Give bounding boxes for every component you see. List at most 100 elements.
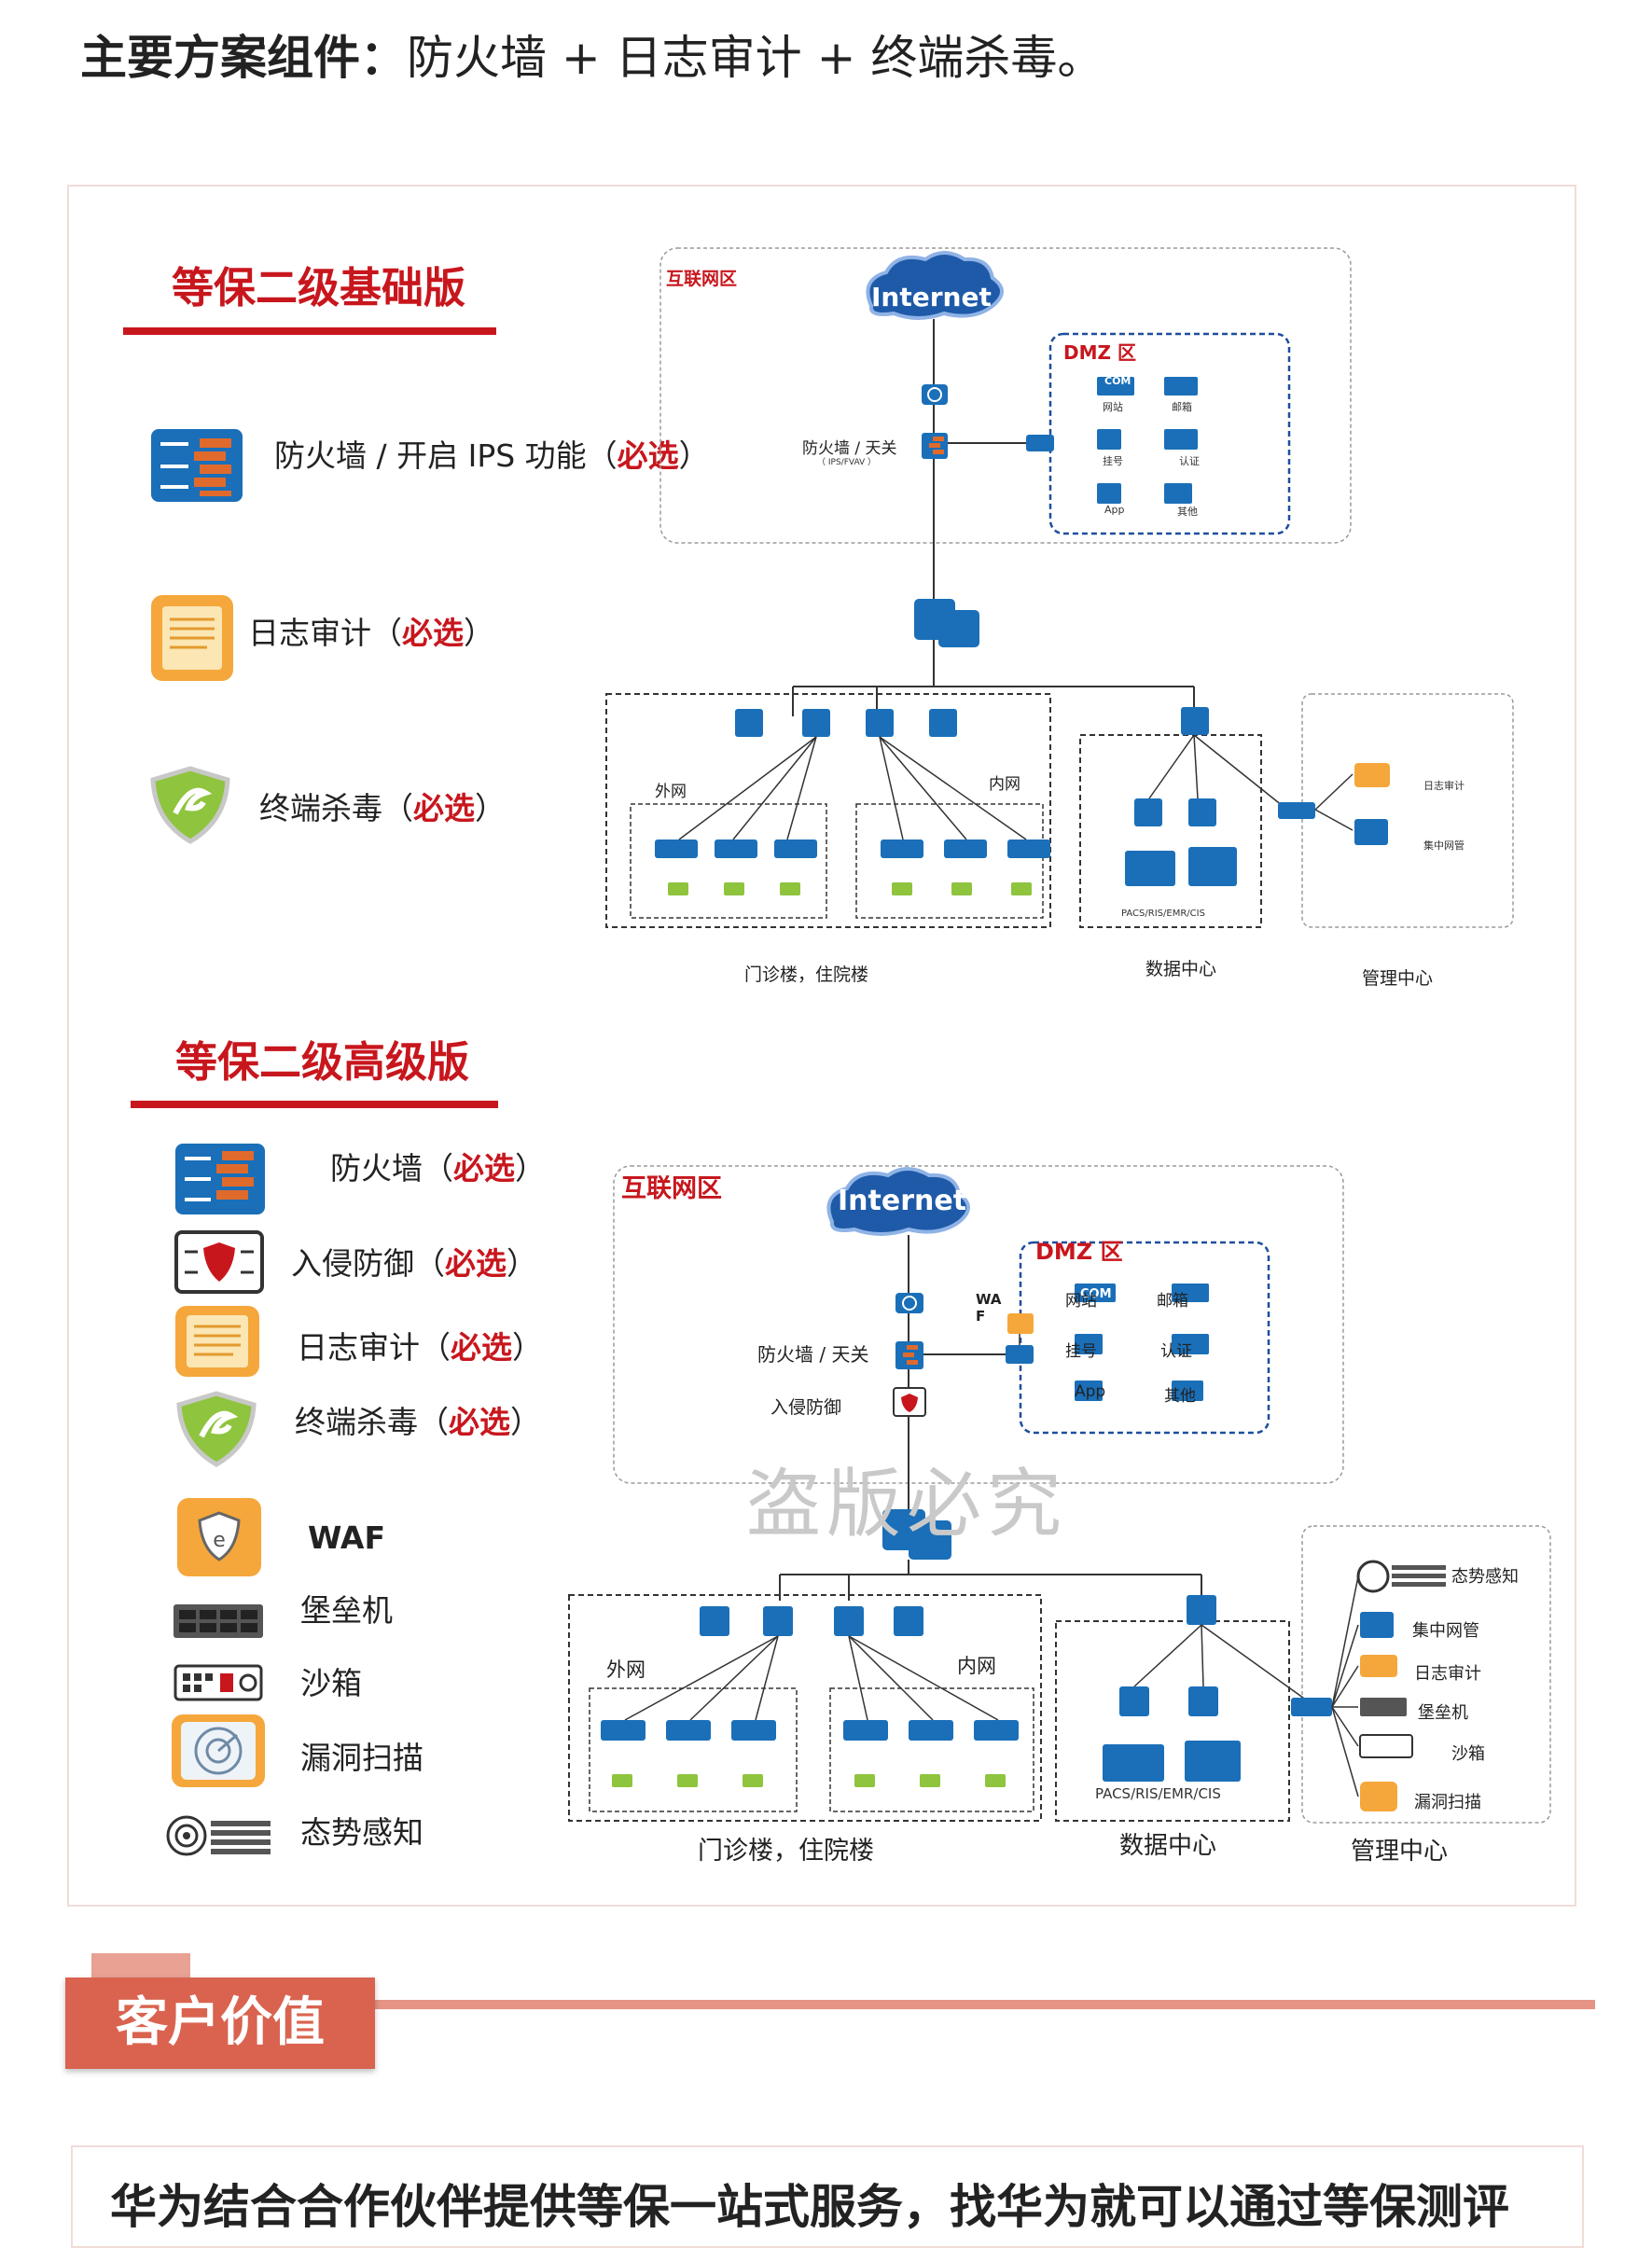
- basic-internet-cloud: [866, 251, 1004, 320]
- basic-fw-label: 防火墙 / 天关: [802, 439, 897, 458]
- adv-component-log-audit: 日志审计（必选）: [297, 1329, 543, 1366]
- log-audit-icon: [151, 595, 233, 681]
- basic-component-log-audit: 日志审计（必选）: [248, 615, 494, 651]
- adv-building-zone: [568, 1594, 1042, 1822]
- basic-dmz-label: DMZ 区: [1063, 341, 1136, 364]
- advanced-topology-diagram: [568, 1165, 1551, 1824]
- adv-dmz-item-2: 挂号: [1065, 1342, 1097, 1361]
- adv-internet-label: Internet: [838, 1185, 967, 1217]
- basic-core-switch-b: [938, 610, 979, 647]
- adv-log-audit-icon: [175, 1306, 259, 1377]
- adv-internet-cloud: [826, 1167, 970, 1236]
- basic-dmz-item-3: 认证: [1179, 455, 1200, 467]
- antivirus-shield-icon: [150, 766, 230, 844]
- adv-mgmt-item-4: 沙箱: [1451, 1744, 1485, 1764]
- adv-dmz-switch: [1006, 1345, 1034, 1364]
- adv-component-antivirus: 终端杀毒（必选）: [295, 1404, 541, 1440]
- solution-panel: [67, 185, 1576, 1907]
- basic-bottom-label-2: 管理中心: [1362, 968, 1434, 989]
- adv-server-label: PACS/RIS/EMR/CIS: [1095, 1785, 1221, 1802]
- basic-datacenter-zone: [1079, 734, 1262, 928]
- adv-firewall-icon: [175, 1144, 265, 1214]
- situation-awareness-icon: [166, 1815, 271, 1856]
- basic-bottom-label-0: 门诊楼，住院楼: [744, 964, 869, 985]
- adv-router: [895, 1293, 923, 1313]
- vuln-scan-icon: [172, 1714, 265, 1787]
- adv-dmz-item-0: 网站: [1065, 1292, 1097, 1311]
- customer-value-tab-accent: [91, 1953, 190, 1979]
- adv-dmz-zone: [1019, 1241, 1270, 1435]
- adv-bottom-label-1: 数据中心: [1119, 1832, 1217, 1860]
- advanced-edition-title: 等保二级高级版: [175, 1037, 470, 1087]
- bastion-host-icon: [174, 1604, 263, 1638]
- customer-value-title: 客户价值: [65, 1977, 375, 2069]
- sandbox-icon: [174, 1664, 263, 1701]
- adv-dmz-label: DMZ 区: [1035, 1239, 1123, 1265]
- basic-bottom-label-1: 数据中心: [1145, 959, 1217, 979]
- basic-internet-label: Internet: [871, 282, 992, 312]
- adv-waf-node: [1007, 1313, 1034, 1334]
- basic-inner-net-label: 内网: [989, 775, 1020, 794]
- adv-component-firewall: 防火墙（必选）: [330, 1150, 546, 1186]
- svg-text:e: e: [213, 1529, 226, 1552]
- basic-dmz-item-1: 邮箱: [1172, 401, 1192, 413]
- basic-outer-net-label: 外网: [655, 783, 687, 801]
- adv-mgmt-item-1: 集中网管: [1412, 1621, 1479, 1641]
- watermark: 盗版必究: [746, 1461, 1067, 1547]
- adv-component-bastion: 堡垒机: [300, 1592, 393, 1629]
- basic-dmz-com-label: COM: [1104, 375, 1131, 387]
- adv-component-sandbox: 沙箱: [300, 1665, 362, 1701]
- adv-ips-label: 入侵防御: [770, 1397, 842, 1418]
- basic-dmz-item-5: 其他: [1177, 506, 1198, 518]
- adv-component-situation: 态势感知: [300, 1814, 423, 1851]
- page-heading: 主要方案组件：防火墙 + 日志审计 + 终端杀毒。: [80, 21, 1104, 88]
- adv-component-vuln-scan: 漏洞扫描: [300, 1740, 423, 1776]
- adv-dmz-item-1: 邮箱: [1157, 1292, 1188, 1311]
- ips-icon: [174, 1230, 264, 1294]
- basic-mgmt-zone: [1301, 693, 1514, 928]
- basic-mgmt-item-0: 日志审计: [1423, 780, 1465, 792]
- adv-dmz-item-3: 认证: [1160, 1342, 1192, 1361]
- basic-mgmt-item-1: 集中网管: [1423, 840, 1465, 852]
- adv-bottom-label-0: 门诊楼，住院楼: [698, 1837, 874, 1866]
- basic-internet-zone-label: 互联网区: [666, 269, 738, 289]
- basic-building-zone: [605, 693, 1051, 928]
- adv-mgmt-zone: [1301, 1525, 1551, 1824]
- basic-router: [922, 384, 948, 405]
- adv-component-ips: 入侵防御（必选）: [291, 1245, 537, 1282]
- heading-bold: 主要方案组件：: [80, 31, 407, 85]
- adv-waf-label: WAF: [976, 1291, 1002, 1325]
- adv-component-waf: WAF: [308, 1519, 385, 1556]
- adv-dmz-item-4: App: [1075, 1382, 1106, 1401]
- basic-server-label: PACS/RIS/EMR/CIS: [1121, 909, 1205, 919]
- basic-component-firewall: 防火墙 / 开启 IPS 功能（必选）: [274, 437, 710, 474]
- adv-outer-net-label: 外网: [606, 1658, 646, 1681]
- basic-internet-zone: [659, 247, 1352, 544]
- basic-dmz-switch: [1026, 435, 1054, 451]
- customer-value-rule: [375, 2000, 1595, 2009]
- adv-inner-net-label: 内网: [957, 1655, 996, 1677]
- basic-dmz-item-0: 网站: [1103, 401, 1123, 413]
- adv-fw-label: 防火墙 / 天关: [757, 1343, 869, 1366]
- customer-value-text: 华为结合合作伙伴提供等保一站式服务，找华为就可以通过等保测评: [110, 2180, 1509, 2234]
- adv-datacenter-zone: [1055, 1620, 1290, 1822]
- adv-core-switch-b: [909, 1520, 951, 1560]
- adv-antivirus-shield-icon: [176, 1391, 257, 1467]
- waf-icon: e: [177, 1498, 261, 1576]
- basic-dmz-zone: [1048, 332, 1291, 535]
- heading-rest: 防火墙 + 日志审计 + 终端杀毒。: [407, 31, 1104, 85]
- adv-internet-zone: [613, 1165, 1344, 1484]
- basic-topology-diagram: [605, 247, 1514, 928]
- adv-mgmt-item-3: 堡垒机: [1418, 1703, 1468, 1723]
- basic-fw-sub-label: （ IPS/FVAV ）: [817, 458, 877, 467]
- basic-component-antivirus: 终端杀毒（必选）: [259, 790, 506, 826]
- firewall-icon: [151, 429, 243, 502]
- basic-edition-title: 等保二级基础版: [172, 263, 466, 312]
- basic-dmz-item-2: 挂号: [1103, 455, 1123, 467]
- adv-dmz-com-label: COM: [1080, 1287, 1112, 1301]
- advanced-title-underline: [131, 1101, 498, 1108]
- adv-mgmt-item-2: 日志审计: [1414, 1664, 1481, 1684]
- adv-mgmt-item-5: 漏洞扫描: [1414, 1793, 1481, 1812]
- adv-mgmt-item-0: 态势感知: [1451, 1567, 1519, 1587]
- adv-dmz-item-5: 其他: [1164, 1387, 1196, 1406]
